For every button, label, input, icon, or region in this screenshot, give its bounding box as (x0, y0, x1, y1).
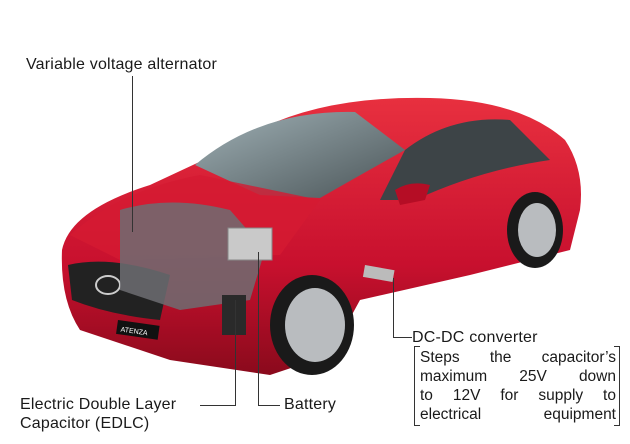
alternator-label: Variable voltage alternator (26, 56, 217, 73)
battery-box (227, 227, 273, 261)
note-bracket-left (414, 346, 420, 426)
side-windows (380, 119, 550, 200)
edlc-label-line1: Electric Double Layer (20, 396, 177, 413)
windshield (195, 111, 405, 198)
rear-wheel (507, 192, 563, 268)
note-line: to 12V for supply to (420, 387, 616, 404)
plate-text: ATENZA (120, 326, 148, 337)
dcdc-converter (362, 265, 395, 283)
edlc-box (222, 295, 246, 335)
dcdc-description: Steps the capacitor’s maximum 25V down t… (420, 348, 616, 424)
note-line: Steps the capacitor’s (420, 349, 616, 366)
note-line: electrical equipment (420, 406, 616, 423)
note-bracket-right (614, 346, 620, 426)
battery-label: Battery (284, 396, 337, 413)
edlc-label-line2: Capacitor (EDLC) (20, 415, 150, 432)
note-line: maximum 25V down (420, 368, 616, 385)
dcdc-label: DC-DC converter (412, 329, 538, 346)
leader-lines (132, 76, 412, 406)
front-wheel (270, 275, 354, 375)
